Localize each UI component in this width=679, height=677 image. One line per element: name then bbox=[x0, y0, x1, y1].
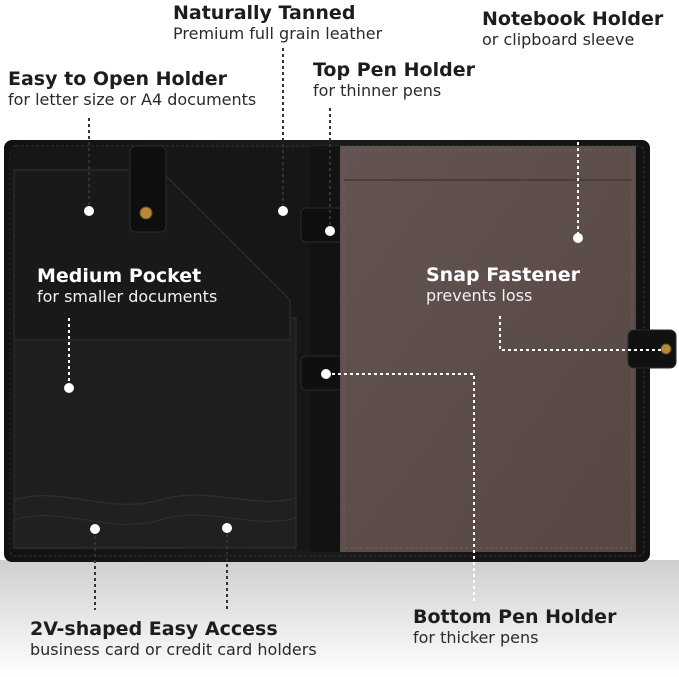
callout-bottom-pen-holder: Bottom Pen Holder for thicker pens bbox=[413, 606, 616, 648]
callout-snap-fastener: Snap Fastener prevents loss bbox=[426, 264, 580, 306]
callout-title: Notebook Holder bbox=[482, 8, 664, 30]
dot-card-left bbox=[90, 524, 100, 534]
card-holder-line bbox=[13, 514, 297, 525]
callout-subtitle: prevents loss bbox=[426, 286, 533, 305]
callout-easy-open-holder: Easy to Open Holder for letter size or A… bbox=[8, 68, 256, 110]
dot-bottom-pen bbox=[321, 369, 331, 379]
dot-notebook-holder bbox=[573, 233, 583, 243]
callout-subtitle: for letter size or A4 documents bbox=[8, 90, 257, 109]
dot-top-pen bbox=[325, 226, 335, 236]
spine bbox=[310, 146, 340, 552]
notebook-sleeve-lining bbox=[340, 146, 636, 552]
callout-title: Naturally Tanned bbox=[173, 2, 356, 24]
callout-title: 2V-shaped Easy Access bbox=[30, 618, 278, 640]
dot-medium-pocket bbox=[64, 383, 74, 393]
callout-title: Easy to Open Holder bbox=[8, 68, 227, 90]
callout-title: Snap Fastener bbox=[426, 264, 580, 286]
dot-easy-open bbox=[84, 206, 94, 216]
dot-naturally-tanned bbox=[278, 206, 288, 216]
closure-strap bbox=[129, 145, 167, 233]
callout-subtitle: for thicker pens bbox=[413, 628, 539, 647]
callout-top-pen-holder: Top Pen Holder for thinner pens bbox=[313, 59, 475, 101]
callout-subtitle: for thinner pens bbox=[313, 81, 442, 100]
callout-medium-pocket: Medium Pocket for smaller documents bbox=[37, 265, 217, 307]
leader-bottom-pen bbox=[326, 373, 475, 602]
callout-card-holders: 2V-shaped Easy Access business card or c… bbox=[30, 618, 317, 660]
top-pen-loop bbox=[300, 207, 344, 243]
callout-subtitle: for smaller documents bbox=[37, 287, 218, 306]
callout-title: Bottom Pen Holder bbox=[413, 606, 617, 628]
callout-naturally-tanned: Naturally Tanned Premium full grain leat… bbox=[173, 2, 382, 44]
floor-reflection bbox=[0, 560, 679, 677]
snap-fastener-button bbox=[660, 343, 672, 355]
callout-title: Top Pen Holder bbox=[313, 59, 475, 81]
callout-title: Medium Pocket bbox=[37, 265, 202, 287]
callout-notebook-holder: Notebook Holder or clipboard sleeve bbox=[482, 8, 663, 50]
callout-subtitle: business card or credit card holders bbox=[30, 640, 317, 659]
dot-card-right bbox=[222, 523, 232, 533]
snap-button bbox=[139, 206, 153, 220]
callout-subtitle: Premium full grain leather bbox=[173, 24, 383, 43]
callout-subtitle: or clipboard sleeve bbox=[482, 30, 635, 49]
